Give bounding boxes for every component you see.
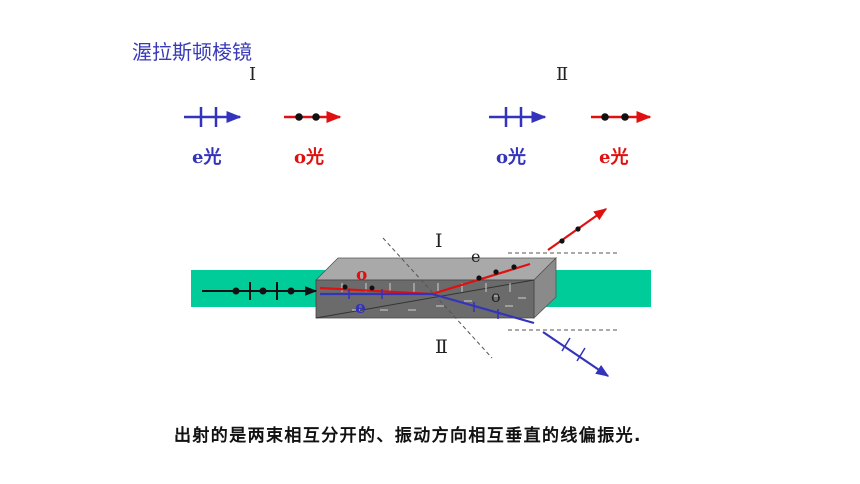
o-ray-second-prism bbox=[431, 292, 535, 325]
e-ray-label-outside: e bbox=[471, 247, 480, 266]
region-label-I: I bbox=[435, 230, 443, 252]
legend-label-o-light-2: o光 bbox=[496, 147, 527, 168]
e-ray-second-prism bbox=[431, 262, 531, 296]
e-ray-inside-prism-1 bbox=[320, 289, 432, 299]
group-label-II: Ⅱ bbox=[556, 64, 569, 85]
caption-text: 出射的是两束相互分开的、振动方向相互垂直的线偏振光. bbox=[174, 426, 642, 446]
legend-label-e-light-2: e光 bbox=[599, 147, 629, 168]
legend-o-light-symbol-1 bbox=[284, 111, 342, 123]
legend-label-o-light-1: o光 bbox=[294, 147, 325, 168]
o-ray-label-outside: o bbox=[491, 287, 501, 306]
legend-label-e-light-1: e光 bbox=[192, 147, 222, 168]
legend-e-light-symbol-2 bbox=[591, 111, 652, 123]
e-ray-exit bbox=[547, 208, 608, 251]
group-label-I: I bbox=[249, 64, 257, 85]
legend-o-light-symbol-2 bbox=[489, 107, 547, 127]
incident-ray bbox=[202, 282, 318, 300]
legend-e-light-symbol-1 bbox=[184, 107, 242, 127]
normal-lines bbox=[382, 237, 620, 359]
e-ray-label-inside: e bbox=[355, 298, 366, 318]
page-title: 渥拉斯顿棱镜 bbox=[132, 40, 252, 64]
region-label-II: Ⅱ bbox=[435, 336, 448, 358]
o-ray-exit bbox=[542, 331, 610, 377]
o-ray-label-inside: o bbox=[356, 265, 367, 285]
